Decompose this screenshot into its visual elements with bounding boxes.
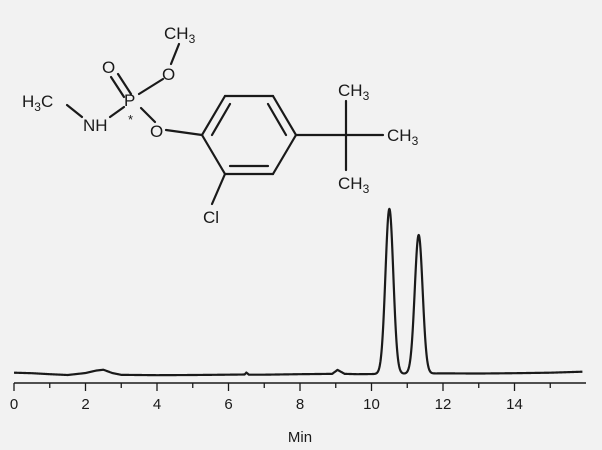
x-tick-label: 6 bbox=[224, 396, 232, 413]
x-tick-label: 0 bbox=[10, 396, 18, 413]
x-ticks: 0 2 4 6 8 10 12 14 bbox=[10, 383, 551, 413]
atom-ch3-b: CH3 bbox=[387, 126, 419, 148]
bond-ch3-o bbox=[169, 42, 181, 66]
chromatogram: 0 2 4 6 8 10 12 14 Min bbox=[10, 207, 586, 446]
ring-inner-bond-2 bbox=[266, 102, 288, 137]
atom-ch3-c: CH3 bbox=[338, 174, 370, 196]
bond-p-o-double-2 bbox=[109, 75, 126, 99]
ring-bond-3 bbox=[271, 94, 298, 137]
atom-ch3-top: CH3 bbox=[164, 24, 196, 46]
bond-o-ring bbox=[164, 128, 204, 137]
bond-o-p bbox=[137, 77, 165, 96]
atom-nh: NH bbox=[83, 116, 108, 135]
x-tick-label: 4 bbox=[153, 396, 161, 413]
bond-ring-cl bbox=[210, 172, 227, 206]
ring-bond-4 bbox=[271, 133, 298, 176]
atom-o-methoxy: O bbox=[162, 65, 175, 84]
ring-bond-1 bbox=[200, 94, 227, 137]
atom-h3c: H3C bbox=[22, 92, 53, 114]
x-tick-label: 2 bbox=[81, 396, 89, 413]
atom-ch3-a: CH3 bbox=[338, 81, 370, 103]
bond-p-nh bbox=[108, 105, 126, 119]
x-tick-label: 12 bbox=[435, 396, 452, 413]
bond-p-o-double-1 bbox=[116, 72, 133, 96]
atom-p: P bbox=[124, 91, 135, 110]
atom-cl: Cl bbox=[203, 208, 219, 227]
x-tick-label: 14 bbox=[506, 396, 523, 413]
ring-bond-6 bbox=[200, 133, 227, 176]
x-axis-label: Min bbox=[288, 429, 312, 446]
ring-inner-bond-1 bbox=[210, 102, 232, 137]
chromatogram-trace bbox=[13, 207, 584, 377]
chemical-structure: CH3 O O P * H3C NH O Cl CH3 CH3 CH3 bbox=[22, 24, 419, 227]
bond-nh-ch3 bbox=[65, 103, 84, 119]
x-tick-label: 10 bbox=[363, 396, 380, 413]
atom-o-ester: O bbox=[150, 122, 163, 141]
stereo-mark: * bbox=[128, 112, 133, 127]
bond-p-oaryl bbox=[139, 106, 157, 124]
atom-o-double: O bbox=[102, 58, 115, 77]
x-tick-label: 8 bbox=[296, 396, 304, 413]
